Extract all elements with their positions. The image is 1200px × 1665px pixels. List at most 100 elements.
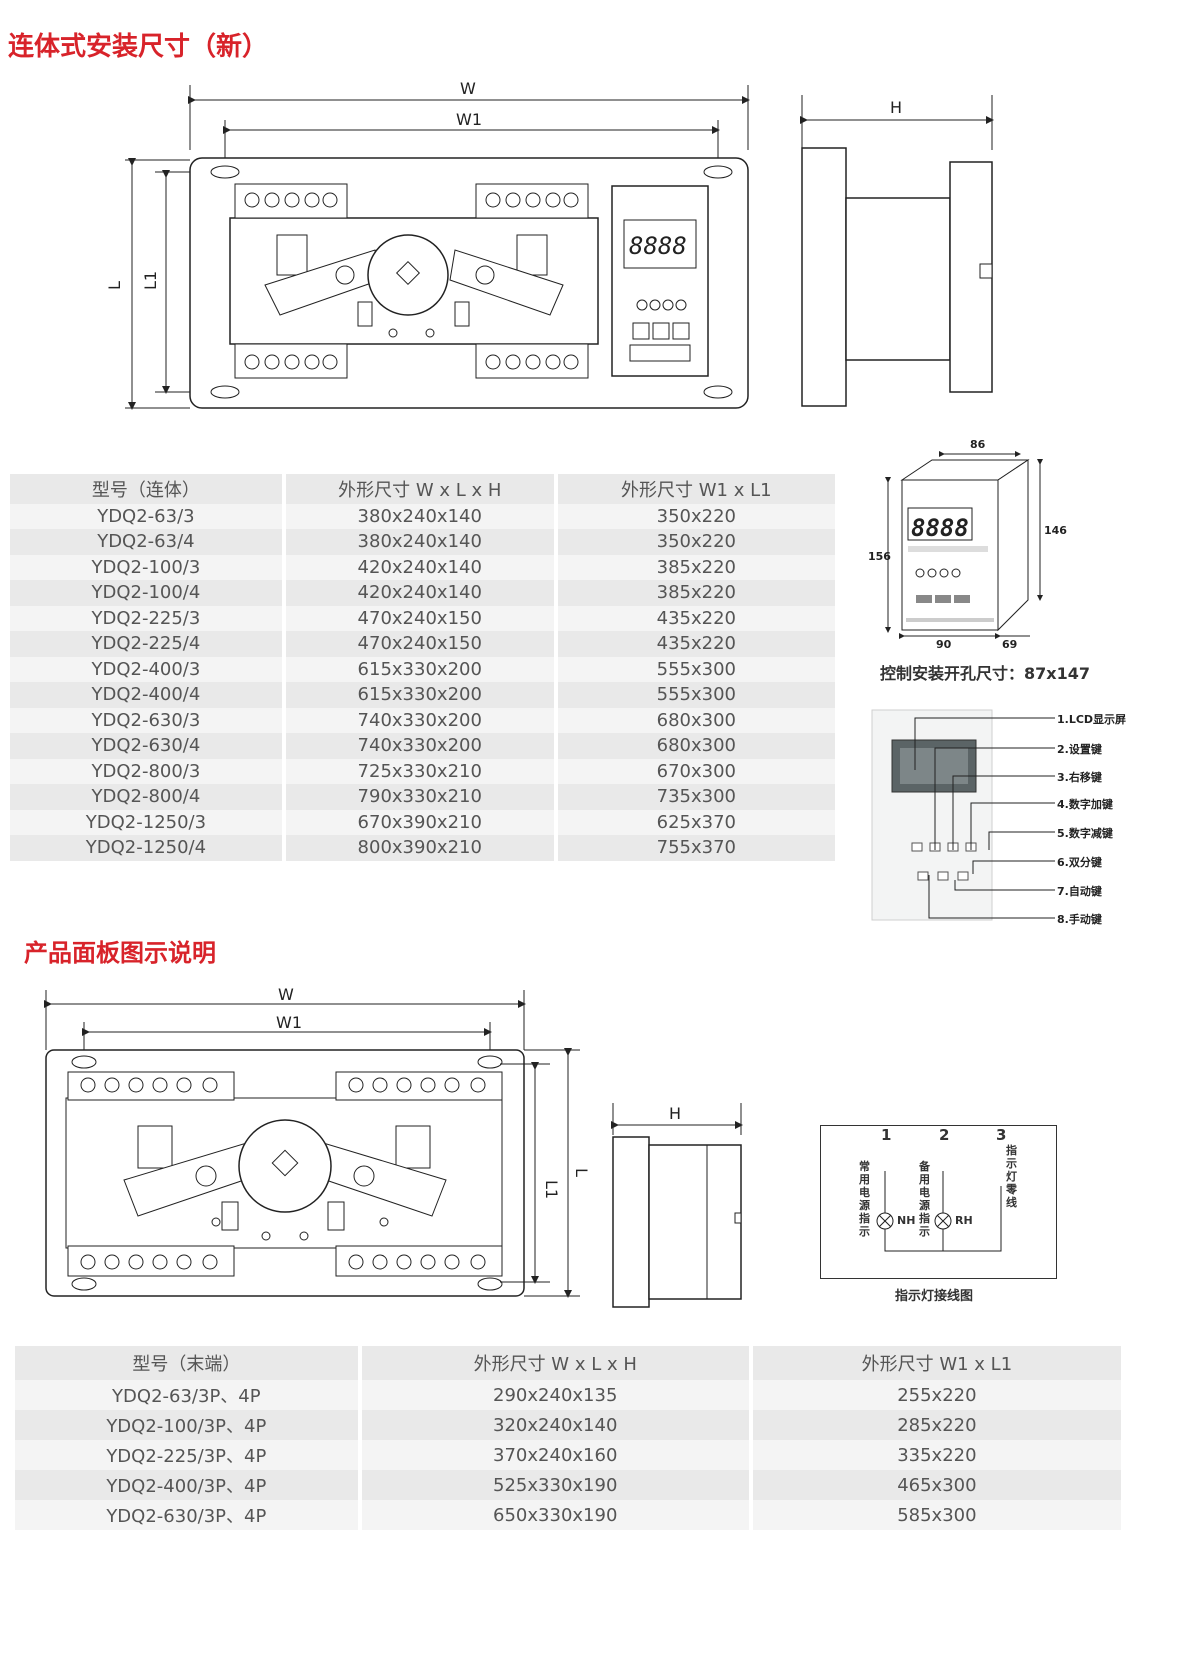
- table1-cell: YDQ2-400/3: [10, 656, 286, 682]
- table1-cell: 615x330x200: [285, 656, 558, 682]
- table1-cell: YDQ2-1250/4: [10, 835, 286, 861]
- side-view-diagram-2: H: [611, 1103, 743, 1308]
- dim-w-label: W: [460, 79, 476, 98]
- table2-cell: 650x330x190: [361, 1500, 753, 1530]
- section1-title: 连体式安装尺寸（新）: [8, 32, 269, 62]
- side-view-diagram-1: H: [800, 95, 994, 407]
- table1-cell: 670x390x210: [285, 809, 558, 835]
- wiring-num-2: 2: [939, 1126, 950, 1144]
- panel-legend-item: 6.双分键: [1057, 856, 1102, 869]
- dim2-w-label: W: [278, 985, 294, 1004]
- dim-h-label: H: [890, 98, 902, 117]
- table1-cell: YDQ2-1250/3: [10, 809, 286, 835]
- wiring-label-3: 指示灯零线: [1006, 1144, 1017, 1209]
- table1-cell: YDQ2-100/3: [10, 554, 286, 580]
- table1-cell: YDQ2-400/4: [10, 682, 286, 708]
- dim2-l-label: L: [572, 1168, 591, 1177]
- dim2-l1-label: L1: [542, 1180, 561, 1199]
- table1-cell: YDQ2-800/3: [10, 758, 286, 784]
- table2-header-0: 型号（末端）: [15, 1346, 362, 1380]
- ctrl-dim-bottom-right: 69: [1002, 638, 1017, 651]
- table1-cell: 790x330x210: [285, 784, 558, 810]
- table1-cell: YDQ2-225/4: [10, 631, 286, 657]
- table1-cell: 470x240x150: [285, 631, 558, 657]
- table1-cell: 670x300: [557, 758, 835, 784]
- table1-cell: 385x220: [557, 580, 835, 606]
- table1-cell: 680x300: [557, 707, 835, 733]
- table1-header-0: 型号（连体）: [10, 474, 286, 504]
- table1-cell: 435x220: [557, 631, 835, 657]
- wiring-caption: 指示灯接线图: [895, 1289, 974, 1304]
- table1-cell: YDQ2-63/4: [10, 529, 286, 555]
- table1-cell: 740x330x200: [285, 733, 558, 759]
- dim2-h-label: H: [669, 1104, 681, 1123]
- table1-cell: 680x300: [557, 733, 835, 759]
- wiring-nh-label: NH: [897, 1214, 916, 1227]
- table2-cell: 585x300: [752, 1500, 1121, 1530]
- control-panel-illustration: [871, 709, 993, 921]
- table1-cell: 350x220: [557, 529, 835, 555]
- table2-cell: 335x220: [752, 1440, 1121, 1470]
- table1-cell: YDQ2-630/3: [10, 707, 286, 733]
- controller-cutout-caption: 控制安装开孔尺寸：87x147: [880, 664, 1090, 683]
- table1-cell: YDQ2-800/4: [10, 784, 286, 810]
- table2-cell: 525x330x190: [361, 1470, 753, 1500]
- panel-legend-item: 4.数字加键: [1057, 798, 1113, 811]
- section2-title: 产品面板图示说明: [24, 939, 216, 967]
- table1-cell: 435x220: [557, 605, 835, 631]
- table2-cell: YDQ2-225/3P、4P: [15, 1440, 362, 1470]
- table2-cell: YDQ2-100/3P、4P: [15, 1410, 362, 1440]
- panel-legend-item: 7.自动键: [1057, 885, 1102, 898]
- table1-cell: 350x220: [557, 503, 835, 529]
- dim-l-label: L: [105, 281, 124, 290]
- dim2-w1-label: W1: [276, 1013, 302, 1032]
- table2-cell: YDQ2-400/3P、4P: [15, 1470, 362, 1500]
- ctrl-dim-bottom-left: 90: [936, 638, 952, 651]
- table1-cell: 625x370: [557, 809, 835, 835]
- display-digits-2: 8888: [911, 514, 969, 542]
- table1-cell: YDQ2-100/4: [10, 580, 286, 606]
- table1-cell: 420x240x140: [285, 554, 558, 580]
- table2-cell: 255x220: [752, 1380, 1121, 1410]
- table1-cell: YDQ2-225/3: [10, 605, 286, 631]
- ctrl-dim-right: 146: [1044, 524, 1067, 537]
- panel-legend-item: 8.手动键: [1057, 913, 1102, 926]
- panel-legend-item: 1.LCD显示屏: [1057, 713, 1127, 726]
- table1-cell: 725x330x210: [285, 758, 558, 784]
- table2-header-2: 外形尺寸 W1 x L1: [752, 1346, 1121, 1380]
- controller-dimension-diagram: 86 8888 156 146 90 69: [868, 438, 1067, 651]
- wiring-label-2: 备用电源指示: [919, 1160, 930, 1238]
- table1-header-1: 外形尺寸 W x L x H: [285, 474, 558, 504]
- wiring-rh-label: RH: [955, 1214, 973, 1227]
- wiring-num-3: 3: [996, 1126, 1007, 1144]
- table1-cell: 800x390x210: [285, 835, 558, 861]
- dim-w1-label: W1: [456, 110, 482, 129]
- panel-legend-item: 3.右移键: [1057, 771, 1102, 784]
- ctrl-dim-top: 86: [970, 438, 986, 451]
- table1-cell: 380x240x140: [285, 529, 558, 555]
- control-panel-leader-lines: [914, 717, 1055, 919]
- table1-cell: 470x240x150: [285, 605, 558, 631]
- dim-l1-label: L1: [141, 271, 160, 290]
- table1-cell: 735x300: [557, 784, 835, 810]
- wiring-diagram: 1 2 3 常用电源指示 备用电源指示 指示灯零线 NH RH: [820, 1125, 1057, 1279]
- table2-cell: 285x220: [752, 1410, 1121, 1440]
- table1-header-2: 外形尺寸 W1 x L1: [557, 474, 835, 504]
- table1-cell: 755x370: [557, 835, 835, 861]
- front-view-diagram-2: W W1 L1 L: [44, 985, 591, 1298]
- table1-cell: 615x330x200: [285, 682, 558, 708]
